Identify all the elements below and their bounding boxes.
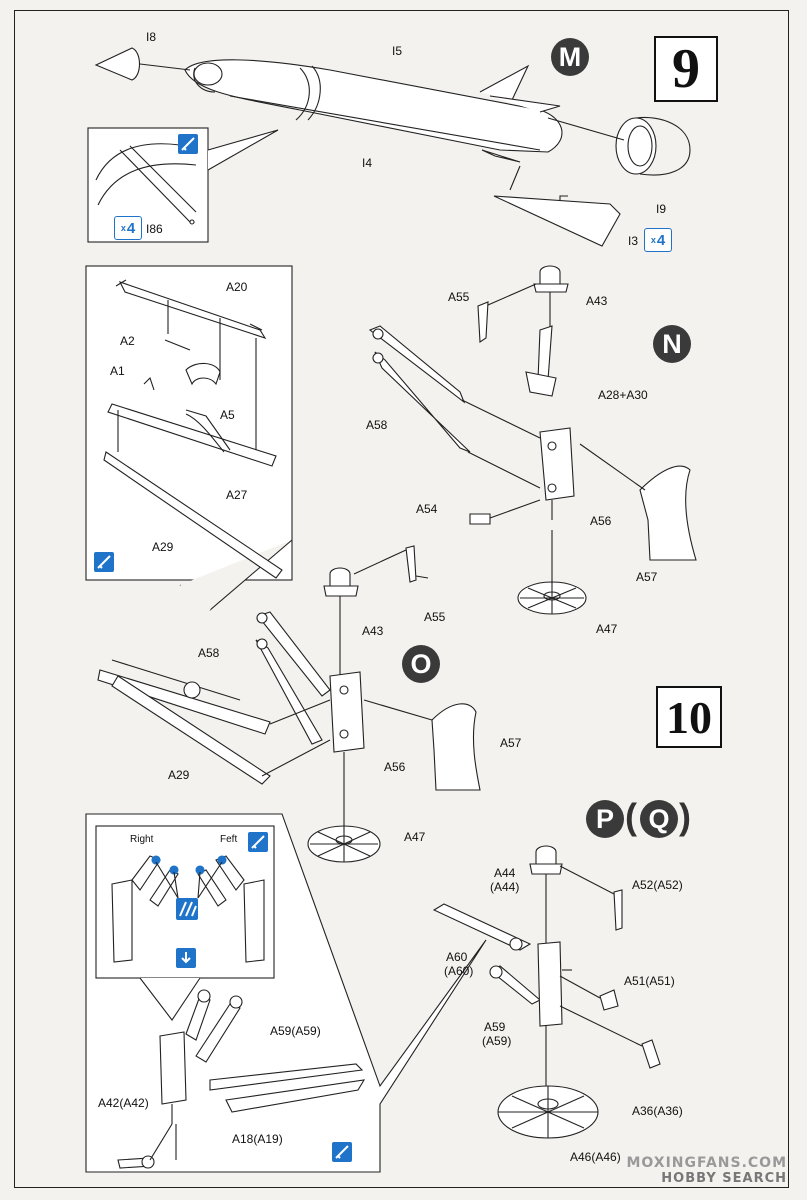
missile-body [184,59,563,163]
part-label-i4: I4 [362,156,373,170]
bottom-inset [85,813,487,1173]
part-label-a56-n: A56 [590,514,612,528]
part-label-a42: A42(A42) [98,1096,149,1110]
part-label-a18: A18(A19) [232,1132,283,1146]
exhaust-ring [547,116,691,176]
part-label-a44-paren: (A44) [490,880,520,894]
part-label-a2: A2 [120,334,135,348]
subassembly-marker-q: Q [640,800,678,838]
part-label-a29-top: A29 [152,540,174,554]
part-label-i3: I3 [628,234,639,248]
part-label-a60-paren: (A60) [444,964,474,978]
label-feft: Feft [220,834,238,845]
subassembly-marker-n: N [653,325,691,363]
subassembly-marker-o: O [402,645,440,683]
part-label-a51: A51(A51) [624,974,675,988]
rail-inset [85,265,293,612]
part-label-i9: I9 [656,202,667,216]
part-label-a46: A46(A46) [570,1150,621,1164]
watermark-moxingfans: MOXINGFANS.COM [626,1155,787,1171]
wing-piece [493,165,621,247]
stand-N [368,265,697,615]
part-label-a44: A44 [494,866,516,880]
part-label-a57-o: A57 [500,736,522,750]
part-label-i5: I5 [392,44,403,58]
part-label-a57-n: A57 [636,570,658,584]
part-label-a55-o: A55 [424,610,446,624]
part-label-a5: A5 [220,408,235,422]
part-label-a60: A60 [446,950,468,964]
step-number-10: 10 [656,686,722,748]
part-label-a43-n: A43 [586,294,608,308]
part-label-a56-o: A56 [384,760,406,774]
part-label-a47-o: A47 [404,830,426,844]
stand-O [97,545,481,863]
part-label-a59-inset: A59(A59) [270,1024,321,1038]
part-label-a58-o: A58 [198,646,220,660]
subassembly-marker-m: M [551,38,589,76]
part-label-a59: A59 [484,1020,506,1034]
part-label-a43-o: A43 [362,624,384,638]
part-label-a55-n: A55 [448,290,470,304]
label-right: Right [130,834,154,845]
step-number-9: 9 [654,36,718,102]
nose-cone [94,47,191,81]
page-frame [14,10,789,1188]
part-label-a36: A36(A36) [632,1104,683,1118]
glue-icons [94,134,352,1162]
part-label-a47-n: A47 [596,622,618,636]
part-label-a59-paren: (A59) [482,1034,512,1048]
paren-close: ) [679,796,691,837]
paren-open: ( [625,796,637,837]
part-label-a52: A52(A52) [632,878,683,892]
part-label-a54: A54 [416,502,438,516]
part-label-a28-a30: A28+A30 [598,388,648,402]
part-label-a58-n: A58 [366,418,388,432]
part-label-a20: A20 [226,280,248,294]
part-label-a27: A27 [226,488,248,502]
part-label-a29-o: A29 [168,768,190,782]
part-label-i8: I8 [146,30,157,44]
part-label-i86: I86 [146,222,163,236]
stand-PQ [432,845,661,1139]
part-label-a1: A1 [110,364,125,378]
watermark-hobby-search: HOBBY SEARCH [661,1171,787,1186]
subassembly-marker-p: P [586,800,624,838]
